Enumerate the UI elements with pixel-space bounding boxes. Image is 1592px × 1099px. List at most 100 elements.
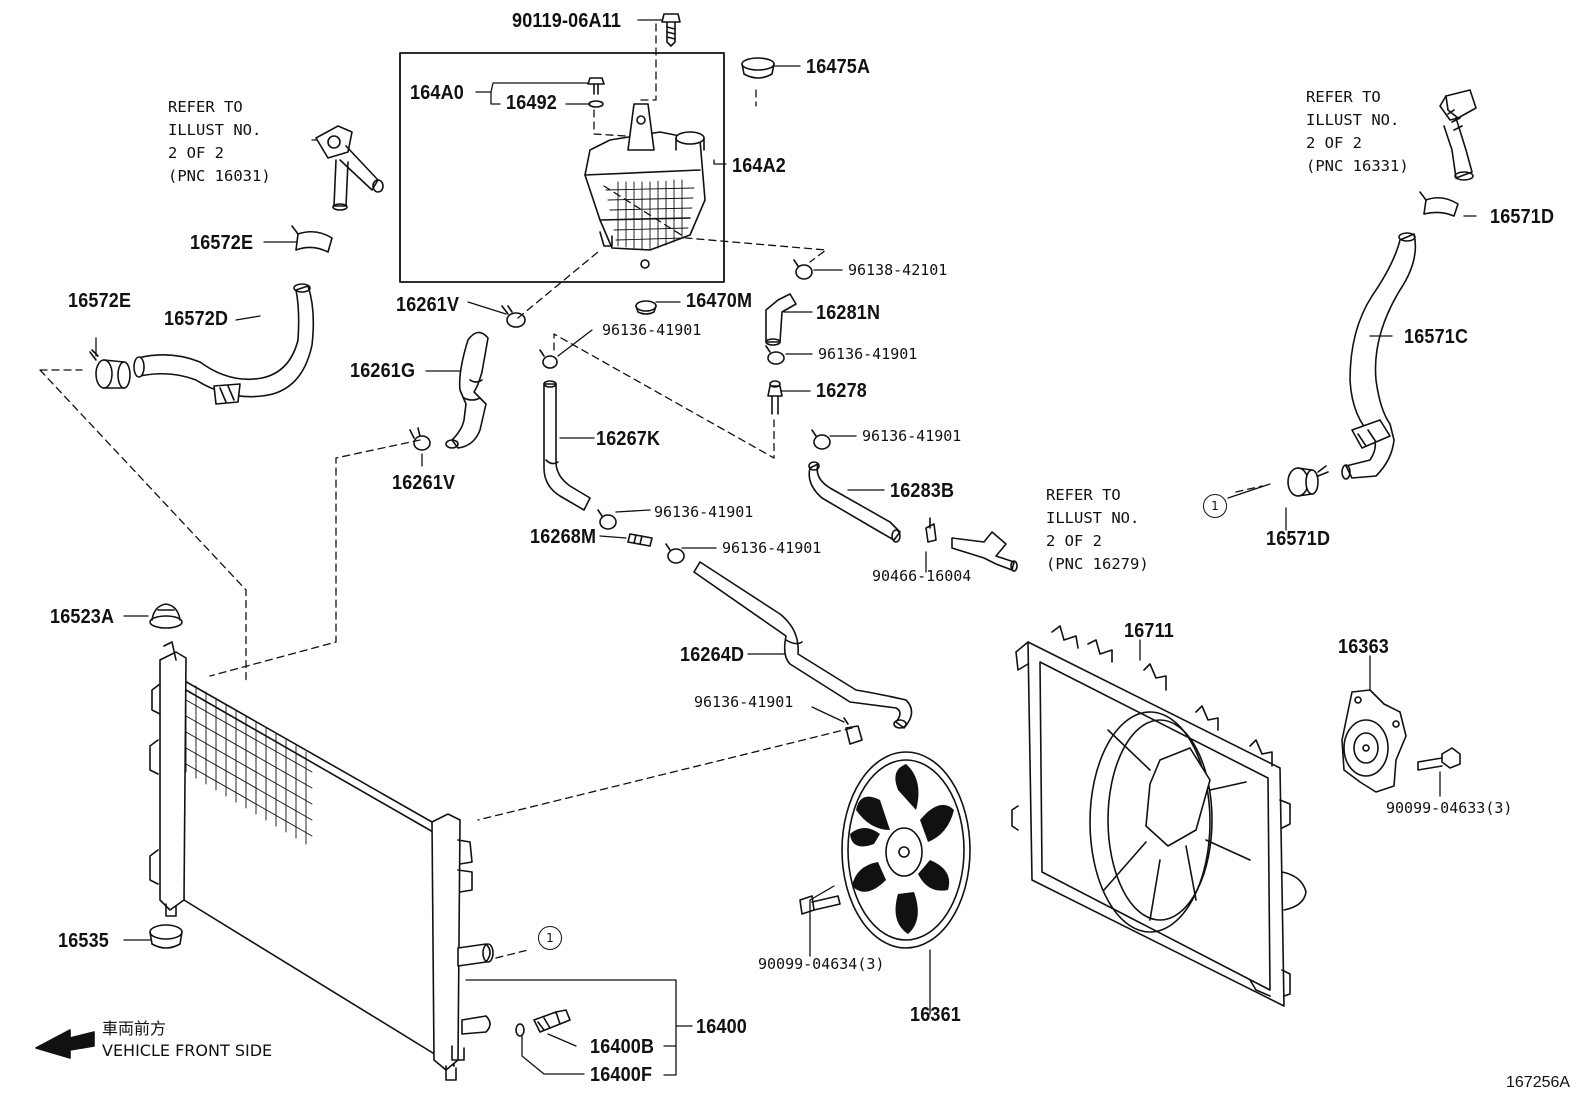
hose-clamp-16571D-bottom — [1287, 465, 1329, 497]
hose-clamp-16571D-top — [1419, 191, 1459, 217]
part-label-16571C[interactable]: 16571C — [1404, 326, 1469, 348]
plug-16470M — [635, 300, 657, 315]
clip-96136-c — [811, 429, 831, 450]
water-outlet-ref-16031 — [315, 125, 384, 211]
refer-note-line: 2 OF 2 — [1306, 134, 1362, 152]
part-label-90099-04633[interactable]: 90099-04633(3) — [1386, 799, 1513, 817]
fitting-ref-16279 — [951, 531, 1018, 572]
hose-clamp-16261V-top — [501, 305, 526, 328]
part-label-16268M[interactable]: 16268M — [530, 526, 597, 548]
part-label-16572D[interactable]: 16572D — [164, 308, 229, 330]
refer-note-line: REFER TO — [1046, 486, 1121, 504]
callout-marker-1-radiator[interactable]: 1 — [538, 926, 562, 950]
hose-clamp-16572E-left — [89, 349, 131, 389]
clip-96136-f — [843, 717, 863, 745]
refer-note-line: ILLUST NO. — [1306, 111, 1400, 129]
part-label-16278[interactable]: 16278 — [816, 380, 867, 402]
part-label-16711[interactable]: 16711 — [1124, 620, 1174, 642]
part-label-16261V-top[interactable]: 16261V — [396, 294, 460, 316]
part-label-16261V-bottom[interactable]: 16261V — [392, 472, 456, 494]
part-label-96136-41901-e[interactable]: 96136-41901 — [722, 539, 822, 557]
part-label-16470M[interactable]: 16470M — [686, 290, 753, 312]
cushion-16523A — [149, 603, 183, 629]
hose-16571C — [1341, 232, 1417, 480]
clip-96136-b — [765, 345, 785, 365]
part-label-16523A[interactable]: 16523A — [50, 606, 115, 628]
part-label-16535[interactable]: 16535 — [58, 930, 109, 952]
part-label-90099-04634[interactable]: 90099-04634(3) — [758, 955, 885, 973]
hose-16267K — [543, 380, 591, 511]
vehicle-front-english: VEHICLE FRONT SIDE — [102, 1041, 273, 1060]
clip-96136-e — [665, 543, 685, 564]
refer-note-line: 2 OF 2 — [1046, 532, 1102, 550]
fitting-16268M — [627, 533, 653, 547]
part-label-96136-41901-b[interactable]: 96136-41901 — [818, 345, 918, 363]
callout-marker-1-right[interactable]: 1 — [1203, 494, 1227, 518]
vehicle-front-chinese: 車両前方 — [102, 1019, 167, 1038]
outlet-ref-16331 — [1439, 89, 1477, 181]
part-label-16571D-bottom[interactable]: 16571D — [1266, 528, 1331, 550]
part-label-16571D-top[interactable]: 16571D — [1490, 206, 1555, 228]
hose-clamp-16261V-bottom — [409, 427, 431, 451]
hose-16264D — [693, 561, 913, 729]
part-label-16400F[interactable]: 16400F — [590, 1064, 653, 1086]
vehicle-front-legend: 車両前方 VEHICLE FRONT SIDE — [102, 1018, 272, 1062]
part-label-96136-41901-f[interactable]: 96136-41901 — [694, 693, 794, 711]
refer-note-line: (PNC 16331) — [1306, 157, 1409, 175]
clip-96136-d — [597, 509, 617, 530]
hose-16281N — [765, 293, 797, 346]
drain-cock-16400B — [533, 1009, 571, 1033]
refer-note-line: (PNC 16279) — [1046, 555, 1149, 573]
part-label-164A0[interactable]: 164A0 — [410, 82, 464, 104]
part-label-16400[interactable]: 16400 — [696, 1016, 747, 1038]
fan-shroud-16711 — [1011, 625, 1307, 1007]
refer-note-line: (PNC 16031) — [168, 167, 271, 185]
part-label-16475A[interactable]: 16475A — [806, 56, 871, 78]
illustration-number: 167256A — [1506, 1074, 1571, 1091]
part-label-16261G[interactable]: 16261G — [350, 360, 416, 382]
part-label-16264D[interactable]: 16264D — [680, 644, 745, 666]
hose-clamp-16572E-top — [291, 225, 333, 253]
refer-note-line: REFER TO — [1306, 88, 1381, 106]
part-label-16400B[interactable]: 16400B — [590, 1036, 655, 1058]
part-label-96138-42101[interactable]: 96138-42101 — [848, 261, 948, 279]
dashed-connection-lines — [39, 23, 1263, 959]
radiator-16400 — [149, 641, 494, 1081]
reservoir-cap — [741, 57, 775, 79]
bolt-90099-04634 — [799, 895, 841, 915]
reservoir-tank-assembly — [399, 52, 725, 283]
part-label-164A2[interactable]: 164A2 — [732, 155, 786, 177]
part-label-90119-06A11[interactable]: 90119-06A11 — [512, 10, 622, 32]
refer-note-16279: REFER TO ILLUST NO. 2 OF 2 (PNC 16279) — [1046, 484, 1149, 576]
refer-note-line: ILLUST NO. — [1046, 509, 1140, 527]
part-label-16572E-top[interactable]: 16572E — [190, 232, 254, 254]
refer-note-line: 2 OF 2 — [168, 144, 224, 162]
fan-16361 — [841, 751, 971, 949]
part-label-90466-16004[interactable]: 90466-16004 — [872, 567, 972, 585]
part-label-16361[interactable]: 16361 — [910, 1004, 961, 1026]
o-ring-16400F — [515, 1023, 525, 1037]
part-label-16363[interactable]: 16363 — [1338, 636, 1389, 658]
part-label-16492[interactable]: 16492 — [506, 92, 557, 114]
clamp-90466 — [925, 517, 937, 543]
bolt-90099-04633 — [1417, 747, 1461, 771]
refer-note-16031: REFER TO ILLUST NO. 2 OF 2 (PNC 16031) — [168, 96, 271, 188]
leader-lines — [95, 19, 1477, 1076]
part-label-16267K[interactable]: 16267K — [596, 428, 661, 450]
clip-96136-a — [539, 349, 558, 369]
part-label-96136-41901-c[interactable]: 96136-41901 — [862, 427, 962, 445]
hose-16283B — [808, 461, 901, 543]
part-label-16572E-left[interactable]: 16572E — [68, 290, 132, 312]
cushion-16535 — [149, 924, 183, 949]
part-label-16283B[interactable]: 16283B — [890, 480, 955, 502]
refer-note-line: REFER TO — [168, 98, 243, 116]
part-label-96136-41901-a[interactable]: 96136-41901 — [602, 321, 702, 339]
bolt-90119 — [661, 13, 681, 47]
part-label-16281N[interactable]: 16281N — [816, 302, 881, 324]
front-direction-arrow — [35, 1029, 95, 1059]
fan-motor-16363 — [1341, 689, 1407, 793]
part-label-96136-41901-d[interactable]: 96136-41901 — [654, 503, 754, 521]
clip-96138 — [793, 259, 813, 280]
